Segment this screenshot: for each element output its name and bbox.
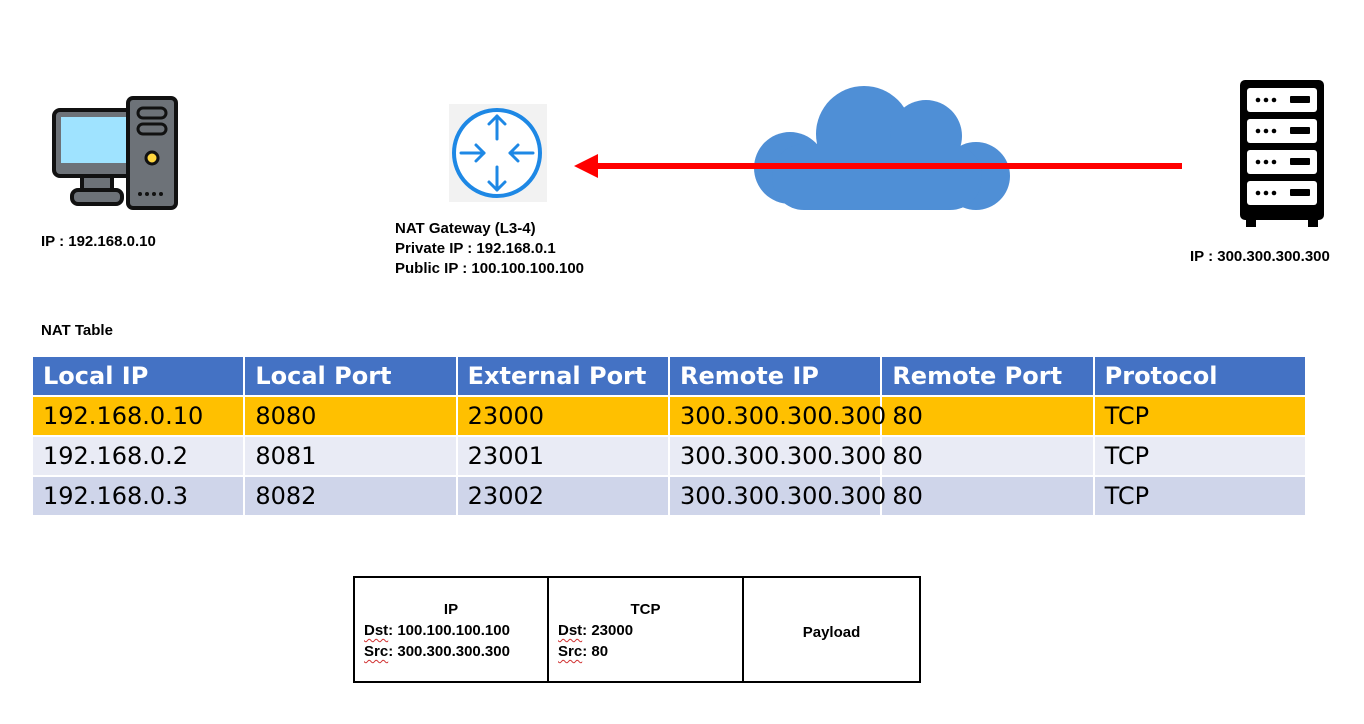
header-remote-port: Remote Port (880, 355, 1095, 397)
router-icon (449, 104, 547, 202)
table-row: 192.168.0.2 8081 23001 300.300.300.300 8… (30, 435, 1308, 477)
header-remote-ip: Remote IP (667, 355, 883, 397)
packet-tcp-header: TCP Dst: 23000 Src: 80 (549, 578, 744, 681)
table-cell: 300.300.300.300 (667, 435, 886, 477)
nat-table-title: NAT Table (41, 322, 113, 339)
table-cell: 80 (880, 395, 1095, 437)
table-row: 192.168.0.3 8082 23002 300.300.300.300 8… (30, 475, 1308, 517)
nat-table: Local IP Local Port External Port Remote… (30, 355, 1308, 517)
table-cell: 192.168.0.3 (30, 475, 246, 517)
desktop-computer-icon (52, 96, 178, 210)
header-protocol: Protocol (1092, 355, 1308, 397)
header-local-port: Local Port (243, 355, 458, 397)
packet-direction-arrow (574, 154, 1182, 178)
table-cell: 80 (880, 435, 1095, 477)
packet-ip-dst-key: Dst (364, 622, 389, 639)
packet-tcp-src-value: : 80 (582, 643, 609, 660)
packet-tcp-dst: Dst: 23000 (549, 620, 742, 641)
table-cell: 80 (880, 475, 1095, 517)
packet-tcp-dst-value: : 23000 (582, 622, 634, 639)
header-external-port: External Port (455, 355, 670, 397)
packet-tcp-title: TCP (630, 601, 661, 618)
server-ip-label: IP : 300.300.300.300 (1190, 248, 1330, 265)
table-cell: TCP (1092, 475, 1308, 517)
packet-tcp-dst-key: Dst (558, 622, 583, 639)
table-row-highlighted: 192.168.0.10 8080 23000 300.300.300.300 … (30, 395, 1308, 437)
table-header-row: Local IP Local Port External Port Remote… (30, 355, 1308, 397)
packet-payload-title: Payload (802, 624, 861, 641)
table-cell: 8082 (243, 475, 458, 517)
table-cell: 300.300.300.300 (667, 475, 886, 517)
gateway-public-ip-label: Public IP : 100.100.100.100 (395, 260, 585, 277)
table-cell: 8080 (243, 395, 458, 437)
gateway-name-label: NAT Gateway (L3-4) (395, 220, 536, 237)
cloud-icon (754, 86, 1010, 210)
table-cell: 192.168.0.2 (30, 435, 246, 477)
header-local-ip: Local IP (30, 355, 246, 397)
table-cell: 23000 (455, 395, 670, 437)
table-cell: TCP (1092, 395, 1308, 437)
table-cell: 8081 (243, 435, 458, 477)
packet-ip-src-value: : 300.300.300.300 (388, 643, 510, 660)
table-cell: 192.168.0.10 (30, 395, 246, 437)
packet-tcp-src: Src: 80 (549, 641, 742, 662)
server-rack-icon (1240, 80, 1324, 227)
table-cell: 300.300.300.300 (667, 395, 886, 437)
client-ip-label: IP : 192.168.0.10 (41, 233, 156, 250)
packet-ip-src: Src: 300.300.300.300 (355, 641, 547, 662)
packet-ip-src-key: Src (364, 643, 389, 660)
table-cell: TCP (1092, 435, 1308, 477)
packet-ip-title: IP (443, 601, 459, 618)
packet-structure: IP Dst: 100.100.100.100 Src: 300.300.300… (353, 576, 921, 683)
packet-payload: Payload (744, 578, 919, 681)
packet-ip-dst-value: : 100.100.100.100 (388, 622, 510, 639)
table-cell: 23001 (455, 435, 670, 477)
packet-ip-dst: Dst: 100.100.100.100 (355, 620, 547, 641)
packet-ip-header: IP Dst: 100.100.100.100 Src: 300.300.300… (355, 578, 549, 681)
packet-tcp-src-key: Src (558, 643, 583, 660)
gateway-private-ip-label: Private IP : 192.168.0.1 (395, 240, 556, 257)
table-cell: 23002 (455, 475, 670, 517)
